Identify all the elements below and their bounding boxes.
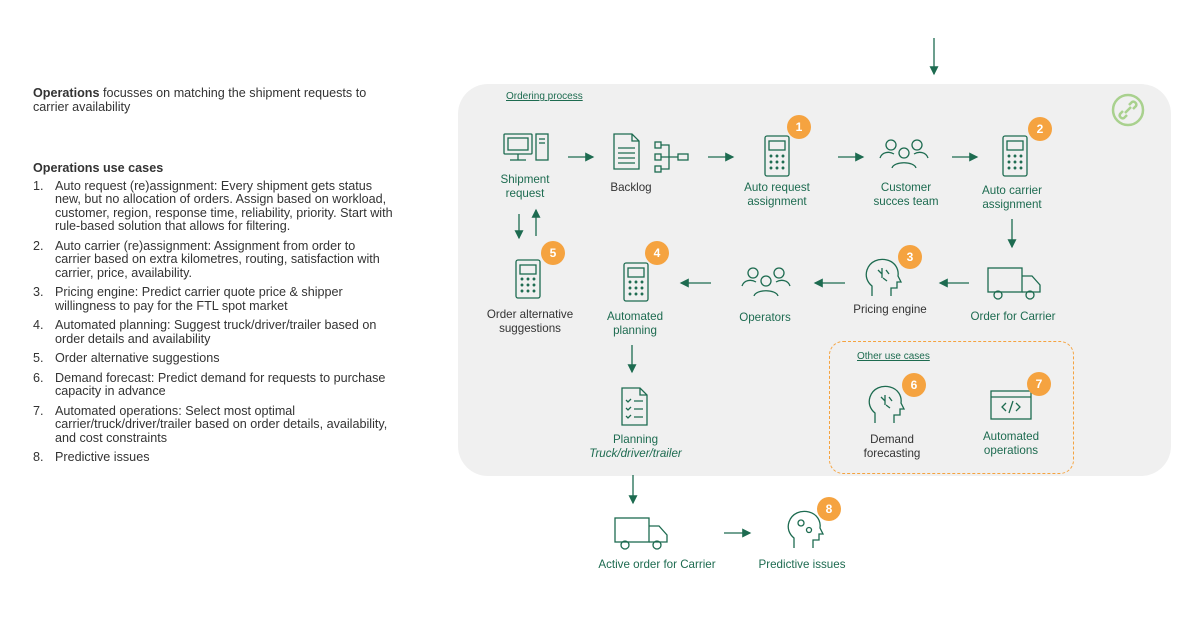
use-case-item: 1. Auto request (re)assignment: Every shi… xyxy=(33,178,393,234)
node-label-line: forecasting xyxy=(863,447,921,460)
node-label-line-italic: Truck/driver/trailer xyxy=(589,447,682,460)
node-label-line: Operators xyxy=(739,311,791,324)
people-icon xyxy=(879,139,929,169)
node-label-line: Customer xyxy=(880,181,932,194)
calculator-icon xyxy=(623,262,649,302)
intro-bold: Operations xyxy=(33,86,100,100)
node-predictive-issues: Predictive issues xyxy=(752,558,852,572)
head-gears-icon xyxy=(787,510,825,548)
node-label-line: suggestions xyxy=(499,322,561,335)
node-label-line: succes team xyxy=(873,195,939,208)
use-case-text: Demand forecast: Predict demand for requ… xyxy=(55,370,386,398)
use-case-text: Auto carrier (re)assignment: Assignment … xyxy=(55,238,380,280)
use-case-item: 8. Predictive issues xyxy=(33,450,393,465)
use-case-text: Pricing engine: Predict carrier quote pr… xyxy=(55,285,343,313)
node-label-line: Pricing engine xyxy=(853,303,927,316)
use-case-number: 4. xyxy=(33,318,44,332)
truck-icon xyxy=(987,267,1041,300)
node-label-line: Automated xyxy=(606,310,664,323)
node-label-line: Active order for Carrier xyxy=(598,558,716,571)
use-case-number: 1. xyxy=(33,178,44,193)
use-case-text: Order alternative suggestions xyxy=(55,351,220,365)
use-case-item: 2. Auto carrier (re)assignment: Assignmen… xyxy=(33,238,393,281)
calculator-icon xyxy=(515,259,541,299)
use-case-item: 3. Pricing engine: Predict carrier quote … xyxy=(33,285,393,313)
use-case-text: Automated operations: Select most optima… xyxy=(55,403,388,445)
node-label-line: Order alternative xyxy=(486,308,574,321)
badge-1: 1 xyxy=(787,115,811,139)
use-case-number: 7. xyxy=(33,403,44,418)
checklist-icon xyxy=(621,387,648,426)
node-automated-planning: Automated planning xyxy=(590,310,680,338)
calculator-icon xyxy=(1002,135,1028,177)
brain-icon xyxy=(868,385,906,423)
node-label-line: request xyxy=(505,187,545,200)
use-case-text: Predictive issues xyxy=(55,450,150,464)
badge-5: 5 xyxy=(541,241,565,265)
calculator-icon xyxy=(764,135,790,177)
link-icon xyxy=(1111,93,1145,127)
node-label-line: Automated xyxy=(982,430,1040,443)
use-case-number: 2. xyxy=(33,238,44,253)
node-customer-team: Customer succes team xyxy=(860,181,952,209)
node-label-line: assignment xyxy=(982,198,1042,211)
use-case-item: 4. Automated planning: Suggest truck/driv… xyxy=(33,318,393,346)
use-case-number: 8. xyxy=(33,450,44,464)
brain-icon xyxy=(865,258,903,296)
node-label-line: operations xyxy=(983,444,1039,457)
node-demand-forecasting: Demand forecasting xyxy=(852,433,932,461)
node-order-carrier: Order for Carrier xyxy=(961,310,1065,324)
use-case-number: 3. xyxy=(33,285,44,299)
node-label-line: Order for Carrier xyxy=(970,310,1056,323)
node-label-line: Demand xyxy=(870,433,914,446)
use-case-number: 5. xyxy=(33,351,44,365)
truck-icon xyxy=(614,517,668,550)
use-case-number: 6. xyxy=(33,370,44,385)
badge-6: 6 xyxy=(902,373,926,397)
node-automated-operations: Automated operations xyxy=(971,430,1051,458)
badge-3: 3 xyxy=(898,245,922,269)
flow-arrows xyxy=(514,38,1017,538)
node-planning: Planning Truck/driver/trailer xyxy=(578,433,693,461)
node-order-alternative: Order alternative suggestions xyxy=(478,308,582,336)
node-operators: Operators xyxy=(730,311,800,325)
use-case-item: 5. Order alternative suggestions xyxy=(33,351,393,366)
use-cases-list: 1. Auto request (re)assignment: Every shi… xyxy=(33,178,393,465)
use-cases-title: Operations use cases xyxy=(33,161,164,175)
node-auto-request: Auto request assignment xyxy=(732,181,822,209)
badge-7: 7 xyxy=(1027,372,1051,396)
use-case-item: 7. Automated operations: Select most opti… xyxy=(33,403,393,446)
node-pricing-engine: Pricing engine xyxy=(845,303,935,317)
code-window-icon xyxy=(990,390,1032,420)
node-backlog: Backlog xyxy=(596,181,666,195)
node-active-order: Active order for Carrier xyxy=(587,558,727,572)
flowchart-icon xyxy=(654,141,689,173)
node-label-line: Planning xyxy=(612,433,659,446)
people-icon xyxy=(741,267,791,297)
other-use-cases-label: Other use cases xyxy=(857,351,930,362)
node-label-line: Predictive issues xyxy=(758,558,846,571)
node-label-line: Auto carrier xyxy=(982,184,1042,197)
badge-8: 8 xyxy=(817,497,841,521)
use-case-text: Auto request (re)assignment: Every shipm… xyxy=(55,178,393,233)
ordering-process-label: Ordering process xyxy=(506,91,583,102)
badge-4: 4 xyxy=(645,241,669,265)
badge-2: 2 xyxy=(1028,117,1052,141)
intro-text: Operations focusses on matching the ship… xyxy=(33,86,393,114)
node-label-line: assignment xyxy=(747,195,807,208)
computer-icon xyxy=(503,133,549,161)
node-label-line: Backlog xyxy=(610,181,652,194)
other-use-cases-box xyxy=(829,341,1074,474)
document-icon xyxy=(613,133,640,170)
use-case-item: 6. Demand forecast: Predict demand for re… xyxy=(33,370,393,399)
node-label-line: Auto request xyxy=(744,181,810,194)
node-label-line: Shipment xyxy=(500,173,550,186)
node-label-line: planning xyxy=(613,324,657,337)
node-shipment-request: Shipment request xyxy=(485,173,565,201)
intro-rest: focusses on matching the shipment reques… xyxy=(33,86,367,114)
node-auto-carrier: Auto carrier assignment xyxy=(967,184,1057,212)
use-case-text: Automated planning: Suggest truck/driver… xyxy=(55,318,377,346)
use-cases-panel: Operations focusses on matching the ship… xyxy=(33,86,393,471)
